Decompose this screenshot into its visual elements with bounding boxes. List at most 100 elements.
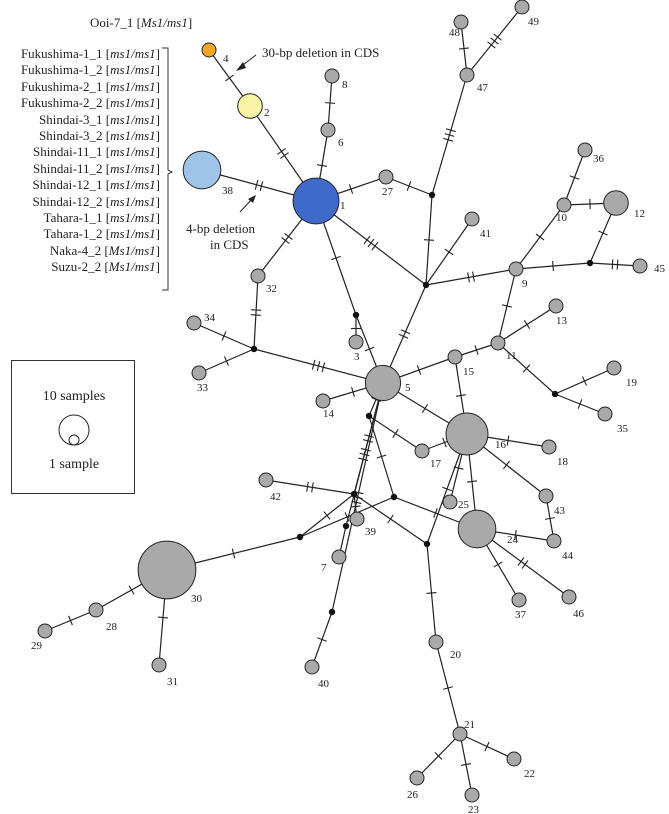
sample-genotype: ms1/ms1: [110, 128, 156, 143]
haplotype-label-17: 17: [430, 458, 442, 470]
sample-label: Fukushima-1_2 [ms1/ms1]: [0, 62, 160, 78]
sample-genotype: ms1/ms1: [110, 177, 156, 193]
mutation-tick: [487, 41, 496, 49]
haplotype-node-8: [324, 68, 340, 84]
edge-j45-45: [589, 262, 641, 267]
mutation-tick: [254, 179, 259, 190]
haplotype-node-39: [349, 511, 365, 527]
mutation-tick: [423, 239, 435, 241]
haplotype-label-44: 44: [562, 550, 574, 562]
mutation-tick: [350, 505, 361, 508]
legend-large-label: 10 samples: [42, 389, 106, 404]
haplotype-node-43: [538, 488, 554, 504]
mutation-tick: [363, 235, 371, 245]
mutation-tick: [317, 637, 327, 642]
haplotype-label-14: 14: [323, 408, 335, 420]
haplotype-label-27: 27: [382, 186, 394, 198]
haplotype-node-48: [453, 14, 469, 30]
sample-genotype: ms1/ms1: [110, 78, 156, 94]
haplotype-label-49: 49: [528, 16, 540, 28]
sample-genotype: ms1/ms1: [110, 226, 156, 242]
mutation-tick: [522, 364, 531, 373]
haplotype-node-42: [258, 472, 274, 488]
sample-name: Suzu-2_2 [: [51, 259, 109, 275]
sample-close: ]: [155, 78, 160, 94]
mutation-tick: [351, 500, 362, 505]
haplotype-node-36: [577, 142, 593, 158]
mutation-tick: [443, 686, 453, 690]
median-vector-node: [250, 345, 258, 353]
median-vector-node: [390, 493, 398, 501]
mutation-tick: [221, 331, 227, 341]
mutation-tick: [406, 181, 412, 191]
legend-small-circle: [68, 434, 80, 446]
haplotype-node-19: [606, 360, 622, 376]
deletion-30bp-label: 30-bp deletion in CDS: [262, 45, 379, 60]
mutation-tick: [502, 304, 512, 308]
mutation-tick: [371, 241, 379, 251]
haplotype-label-8: 8: [342, 79, 348, 91]
sample-genotype: Ms1/ms1: [108, 242, 156, 258]
median-vector-node: [423, 540, 431, 548]
sample-genotype: ms1/ms1: [110, 62, 156, 78]
haplotype-node-41: [464, 211, 480, 227]
edge-jC-9: [425, 268, 517, 286]
mutation-tick: [433, 508, 438, 518]
haplotype-label-19: 19: [626, 377, 638, 389]
sample-name: Fukushima-2_1 [: [20, 78, 111, 94]
mutation-tick: [444, 133, 455, 137]
haplotype-label-46: 46: [573, 608, 585, 620]
haplotype-node-22: [506, 751, 522, 767]
sample-close: ]: [155, 259, 160, 275]
haplotype-node-5: [364, 364, 402, 402]
haplotype-node-25: [442, 494, 458, 510]
haplotype-node-37: [511, 592, 527, 608]
mutation-tick: [474, 345, 479, 355]
haplotype-label-3: 3: [354, 351, 360, 363]
haplotype-label-30: 30: [191, 593, 203, 605]
haplotype-node-26: [409, 770, 425, 786]
mutation-tick: [376, 454, 387, 459]
haplotype-label-23: 23: [468, 804, 480, 814]
mutation-tick: [460, 762, 472, 767]
sample-label: Shindai-3_1 [ms1/ms1]: [0, 112, 160, 128]
mutation-tick: [316, 164, 328, 167]
sample-genotype: ms1/ms1: [110, 144, 156, 160]
haplotype-node-46: [561, 589, 577, 605]
mutation-tick: [344, 512, 350, 522]
haplotype-label-11: 11: [506, 350, 517, 362]
mutation-tick: [444, 248, 454, 256]
haplotype-label-7: 7: [321, 562, 327, 574]
haplotype-node-38: [182, 150, 222, 190]
haplotype-label-12: 12: [634, 208, 645, 220]
median-vector-node: [350, 490, 358, 498]
sample-label: Suzu-2_2 [Ms1/ms1]: [0, 259, 160, 275]
mutation-tick: [348, 184, 354, 194]
sample-close: ]: [155, 95, 160, 111]
mutation-tick: [514, 529, 517, 541]
mutation-tick: [442, 486, 452, 492]
annotations: 30-bp deletion in CDS 4-bp deletion in C…: [90, 15, 379, 291]
mutation-tick: [493, 33, 502, 41]
median-vector-node: [296, 533, 304, 541]
sample-label: Naka-4_2 [Ms1/ms1]: [0, 243, 160, 259]
sample-name: Tahara-1_2 [: [43, 226, 111, 242]
haplotype-node-21: [452, 726, 468, 742]
haplotype-node-11: [490, 335, 506, 351]
sample-bracket: [162, 47, 174, 291]
legend-circles: [58, 414, 90, 446]
sample-label: Tahara-1_1 [ms1/ms1]: [0, 210, 160, 226]
mutation-tick: [517, 557, 525, 566]
haplotype-label-1: 1: [340, 200, 346, 212]
haplotype-label-32: 32: [266, 283, 277, 295]
median-vector-node: [551, 390, 559, 398]
mutation-tick: [521, 560, 529, 569]
sample-close: ]: [155, 177, 160, 193]
mutation-tick: [281, 236, 290, 244]
mutation-tick: [277, 148, 286, 155]
median-vector-node: [352, 311, 360, 319]
mutation-tick: [502, 460, 511, 470]
median-vector-node: [365, 412, 373, 420]
mutation-tick: [364, 434, 375, 438]
haplotype-label-29: 29: [31, 640, 43, 652]
